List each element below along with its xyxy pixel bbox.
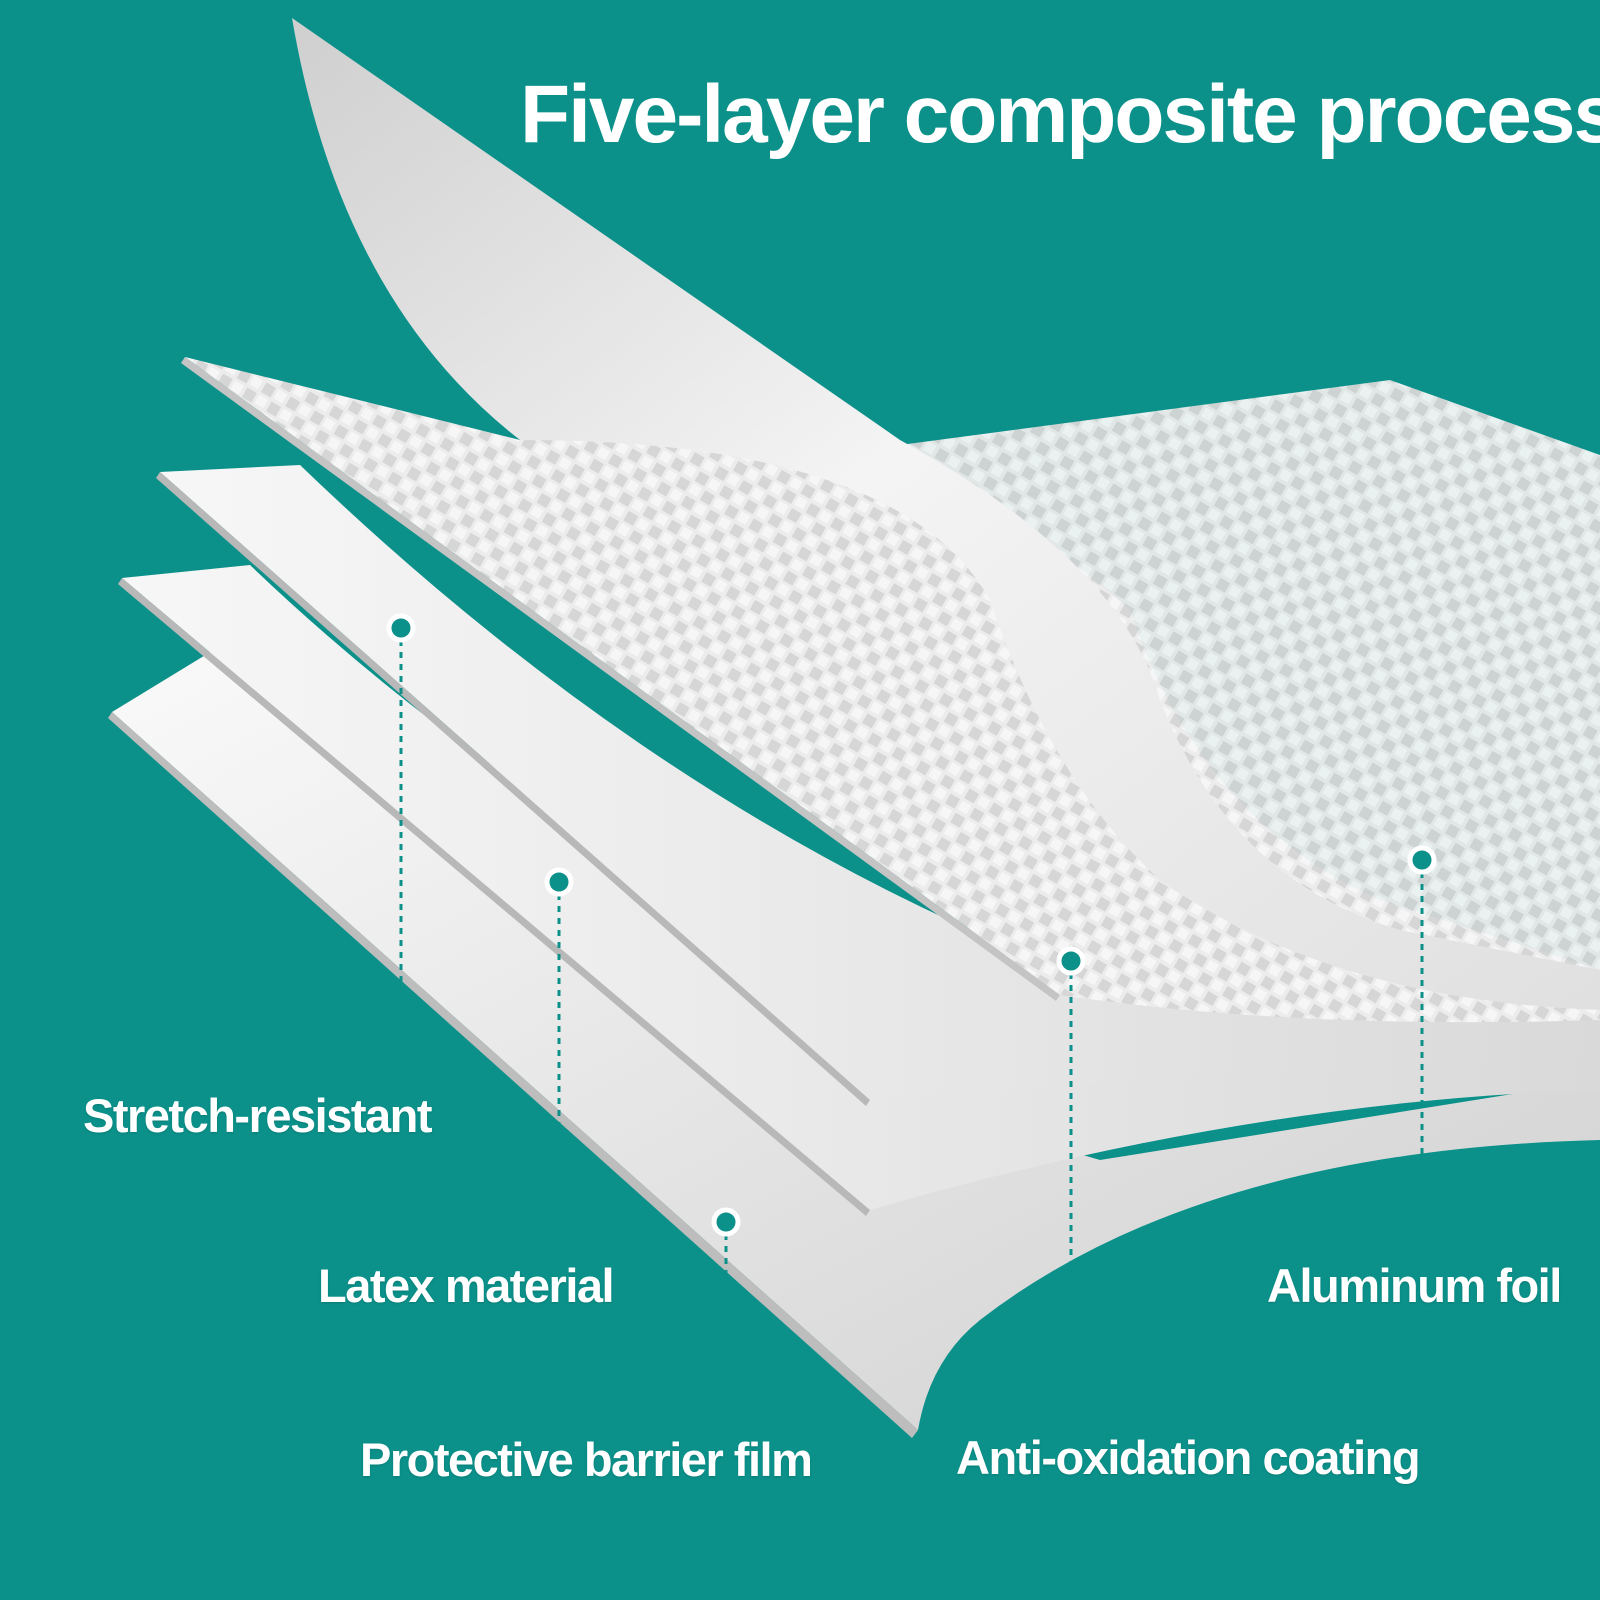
layer-edge <box>156 472 870 1106</box>
leader-aluminum-foil <box>1407 845 1437 1258</box>
layer-edge <box>108 712 918 1438</box>
label-protective-barrier-film: Protective barrier film <box>360 1433 813 1486</box>
layer-protective-barrier-film <box>112 640 1600 1430</box>
label-stretch-resistant: Stretch-resistant <box>83 1089 433 1142</box>
page-title: Five-layer composite process <box>520 69 1600 160</box>
layer-aluminum-foil <box>292 18 1600 1010</box>
layer-stretch-resistant <box>160 465 1600 1100</box>
label-aluminum-foil: Aluminum foil <box>1267 1259 1562 1312</box>
leader-anti-oxidation-coating <box>1056 946 1086 1432</box>
leader-protective-barrier-film <box>711 1207 741 1430</box>
leader-latex-material <box>544 867 574 1256</box>
label-anti-oxidation-coating: Anti-oxidation coating <box>956 1431 1421 1484</box>
label-latex-material: Latex material <box>318 1259 615 1312</box>
layer-edge <box>181 357 1060 1001</box>
leader-stretch-resistant <box>386 613 416 1082</box>
layer-edge <box>118 578 870 1216</box>
